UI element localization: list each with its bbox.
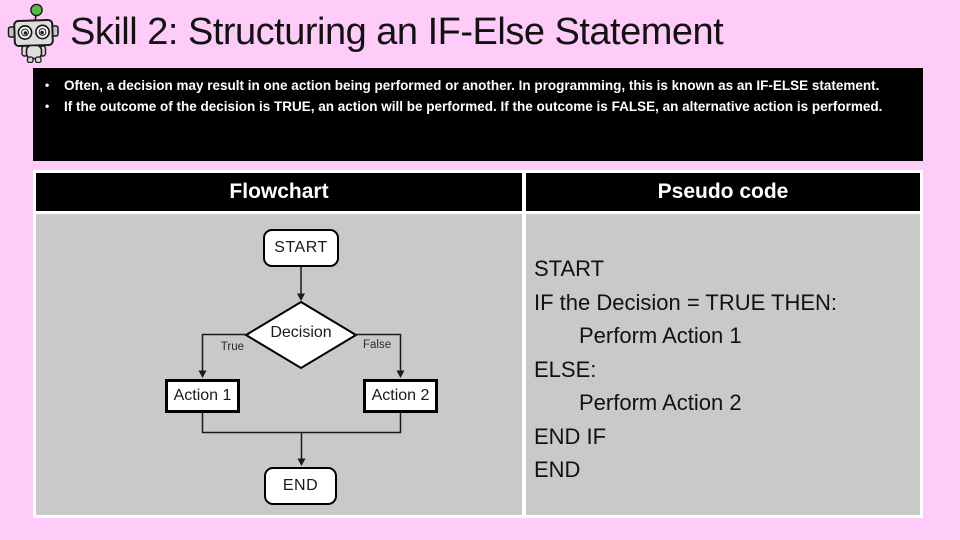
pseudocode-line: Perform Action 1 [579,323,742,348]
pseudocode-line: START [534,256,605,281]
pseudocode-block: START IF the Decision = TRUE THEN: Perfo… [534,252,837,487]
intro-bullet-box: • Often, a decision may result in one ac… [33,68,923,161]
column-header-flowchart: Flowchart [36,173,522,211]
pseudocode-line: END [534,457,581,482]
flowchart-connectors [198,267,405,466]
bullet-dot: • [45,78,50,92]
bullet-item: • Often, a decision may result in one ac… [45,75,913,96]
pseudocode-line: Perform Action 2 [579,390,742,415]
column-header-pseudocode: Pseudo code [526,173,920,211]
bullet-item: • If the outcome of the decision is TRUE… [45,96,913,117]
end-node: END [264,467,337,505]
flowchart-diagram: START Decision True False Action 1 Actio… [36,214,522,515]
false-branch-label: False [363,339,392,351]
pseudocode-panel: START IF the Decision = TRUE THEN: Perfo… [526,214,920,515]
pseudocode-line: END IF [534,423,607,449]
robot-mascot-icon [7,3,59,63]
pseudocode-line: ELSE: [534,356,597,382]
bullet-text: Often, a decision may result in one acti… [64,78,880,93]
start-node: START [263,229,339,267]
decision-node-label: Decision [270,324,332,341]
page-title: Skill 2: Structuring an IF-Else Statemen… [70,11,724,53]
bullet-text: If the outcome of the decision is TRUE, … [64,99,883,114]
bullet-dot: • [45,99,50,113]
action1-node: Action 1 [165,379,240,413]
content-table: Flowchart Pseudo code [33,170,923,518]
flowchart-panel: START Decision True False Action 1 Actio… [36,214,522,515]
action2-node: Action 2 [363,379,438,413]
true-branch-label: True [220,341,244,353]
pseudocode-line: IF the Decision = TRUE THEN: [534,289,838,315]
